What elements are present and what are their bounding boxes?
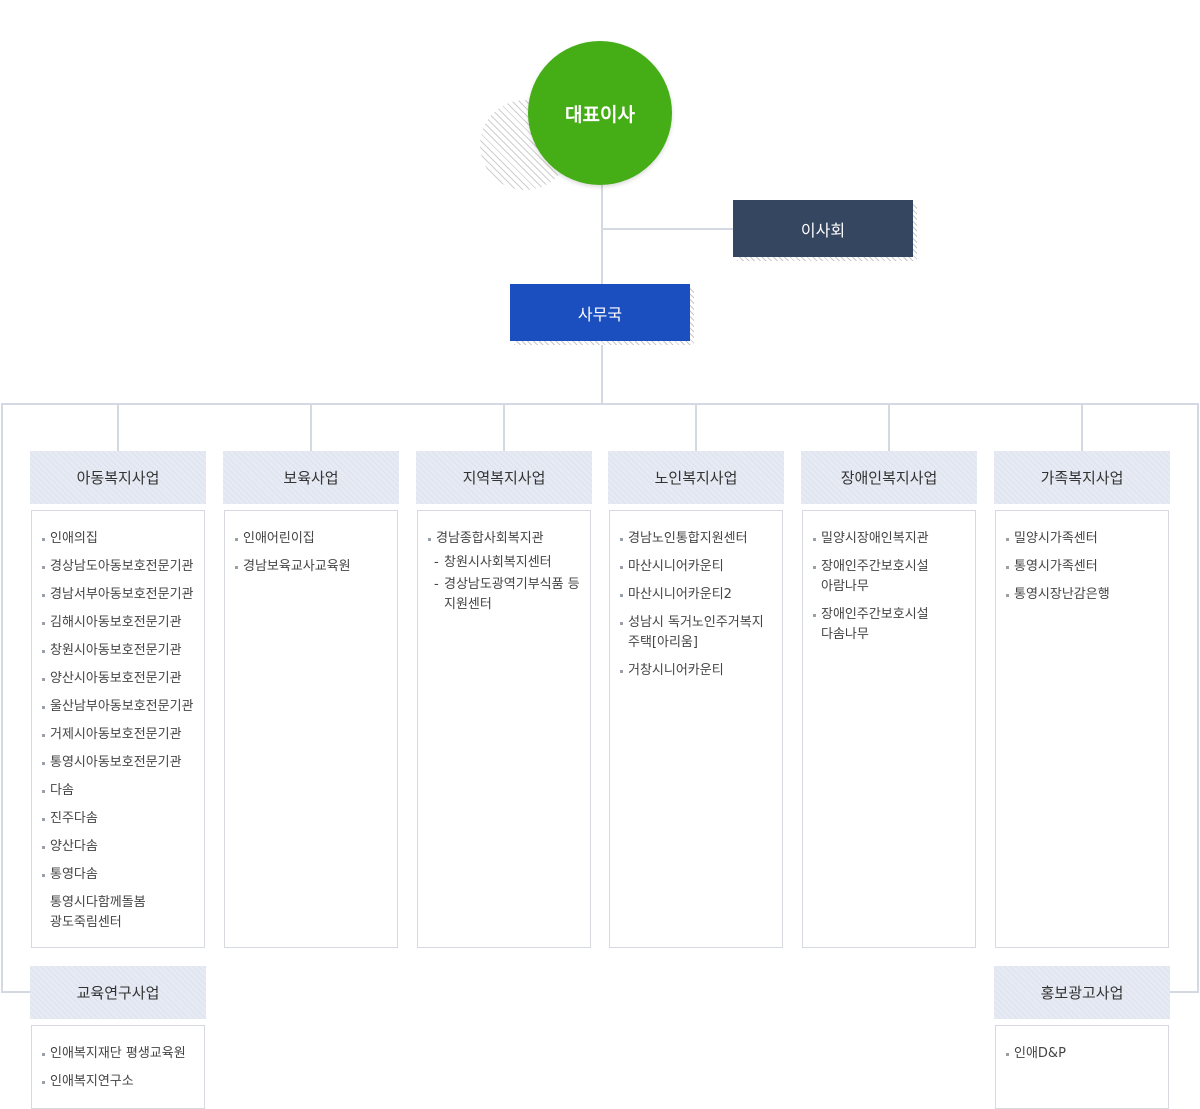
dept-list-childcare: 인애어린이집 경남보육교사교육원 [224,510,398,948]
office-label: 사무국 [577,304,623,324]
dept-head-pr-advertising[interactable]: 홍보광고사업 [994,966,1170,1019]
list-item: 인애D&P [1006,1044,1160,1064]
list-item: 울산남부아동보호전문기관 [42,697,196,717]
list-item: 밀양시가족센터 [1006,529,1160,549]
list-item: 마산시니어카운티 [620,557,774,577]
item-line: 장애인주간보호시설 [821,607,929,622]
dept-head-community-welfare[interactable]: 지역복지사업 [416,451,592,504]
list-item: 거제시아동보호전문기관 [42,725,196,745]
sub-item-label: 지원센터 [444,597,492,612]
connector-dept-2 [310,405,312,451]
dept-head-elderly-welfare[interactable]: 노인복지사업 [608,451,784,504]
list-item: 경남서부아동보호전문기관 [42,585,196,605]
dept-title: 교육연구사업 [76,984,160,1002]
list-item: 마산시니어카운티2 [620,585,774,605]
list-item: 양산다솜 [42,837,196,857]
dept-title: 가족복지사업 [1040,469,1124,487]
list-item: 통영시장난감은행 [1006,585,1160,605]
list-item: 경남종합사회복지관 [428,529,582,549]
list-item: 경남노인통합지원센터 [620,529,774,549]
connector-dept-6 [1081,405,1083,451]
connector-office-down [601,342,603,403]
list-item: 다솜 [42,781,196,801]
list-item: 통영시아동보호전문기관 [42,753,196,773]
connector-left-vertical [1,403,3,993]
connector-dept-5 [888,405,890,451]
list-item: 인애어린이집 [235,529,389,549]
dept-title: 노인복지사업 [654,469,738,487]
item-line: 아람나무 [821,579,869,594]
office-node[interactable]: 사무국 [510,284,690,341]
dept-title: 보육사업 [283,469,339,487]
connector-board [603,228,733,230]
list-item: 경남보육교사교육원 [235,557,389,577]
dept-head-disability-welfare[interactable]: 장애인복지사업 [801,451,977,504]
ceo-label: 대표이사 [565,103,635,126]
connector-right-vertical [1197,403,1199,993]
dept-list-education-research: 인애복지재단 평생교육원 인애복지연구소 [31,1025,205,1109]
list-item: 통영다솜 [42,865,196,885]
list-item: 거창시니어카운티 [620,661,774,681]
dept-list-family-welfare: 밀양시가족센터 통영시가족센터 통영시장난감은행 [995,510,1169,948]
dept-title: 홍보광고사업 [1040,984,1124,1002]
dept-title: 지역복지사업 [462,469,546,487]
dept-head-family-welfare[interactable]: 가족복지사업 [994,451,1170,504]
list-item: 양산시아동보호전문기관 [42,669,196,689]
connector-dept-3 [503,405,505,451]
board-node[interactable]: 이사회 [733,200,913,257]
item-line: 성남시 독거노인주거복지 [628,615,764,630]
item-line: 다솜나무 [821,627,869,642]
sub-item-label: 창원시사회복지센터 [444,555,552,570]
dept-head-child-welfare[interactable]: 아동복지사업 [30,451,206,504]
dept-title: 아동복지사업 [76,469,160,487]
sub-item-label: 경상남도광역기부식품 등 [444,577,580,592]
list-item: 진주다솜 [42,809,196,829]
list-item: 인애의집 [42,529,196,549]
sub-item: -창원시사회복지센터 [434,555,552,570]
dept-head-childcare[interactable]: 보육사업 [223,451,399,504]
extra-line: 광도죽림센터 [50,915,122,930]
connector-dept-4 [695,405,697,451]
ceo-node[interactable]: 대표이사 [528,41,672,185]
item-line: 장애인주간보호시설 [821,559,929,574]
connector-dept-1 [117,405,119,451]
connector-horizontal [1,403,1199,405]
dept-list-pr-advertising: 인애D&P [995,1025,1169,1109]
board-label: 이사회 [800,220,846,240]
extra-line: 통영시다함께돌봄 [50,895,146,910]
list-item: 창원시아동보호전문기관 [42,641,196,661]
connector-right-foot [1169,991,1199,993]
dept-list-child-welfare: 인애의집 경상남도아동보호전문기관 경남서부아동보호전문기관 김해시아동보호전문… [31,510,205,948]
dept-head-education-research[interactable]: 교육연구사업 [30,966,206,1019]
dept-title: 장애인복지사업 [840,469,938,487]
list-item: 통영시가족센터 [1006,557,1160,577]
list-item: 김해시아동보호전문기관 [42,613,196,633]
dept-list-elderly-welfare: 경남노인통합지원센터 마산시니어카운티 마산시니어카운티2 성남시 독거노인주거… [609,510,783,948]
connector-ceo-office [601,185,603,285]
connector-left-foot [1,991,31,993]
list-item: 인애복지재단 평생교육원 [42,1044,196,1064]
list-item: 경상남도아동보호전문기관 [42,557,196,577]
item-line: 주택[아리움] [628,635,698,650]
list-item: 밀양시장애인복지관 [813,529,967,549]
list-item: 인애복지연구소 [42,1072,196,1092]
